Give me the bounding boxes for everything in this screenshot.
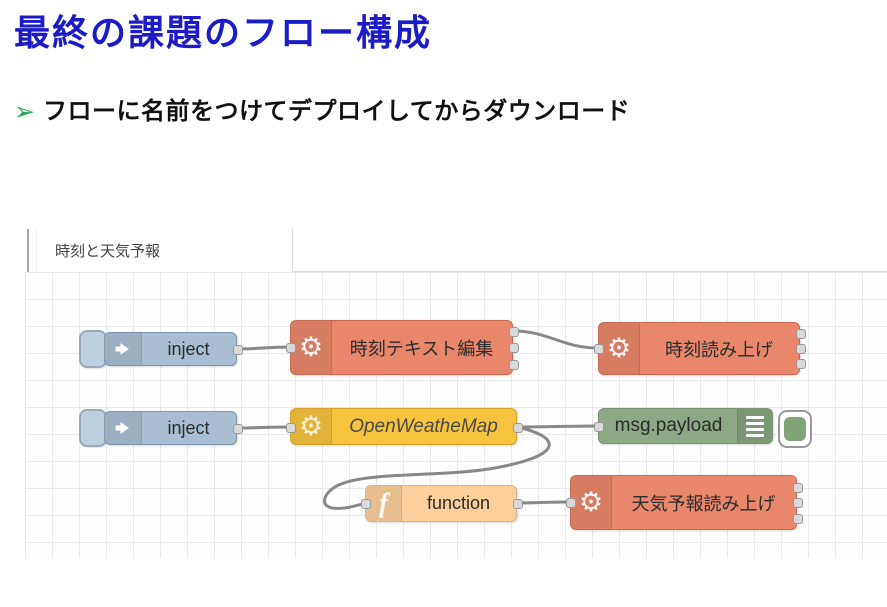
page-title: 最終の課題のフロー構成 (14, 13, 433, 53)
function-f-icon: f (366, 486, 402, 521)
debug-toggle-button[interactable] (778, 410, 812, 448)
input-port[interactable] (286, 343, 296, 353)
node-openweathermap[interactable]: ⚙ OpenWeatheMap (286, 408, 523, 445)
output-port[interactable] (513, 499, 523, 509)
node-time-text-edit[interactable]: ⚙ 時刻テキスト編集 (286, 320, 519, 375)
output-port[interactable] (233, 345, 243, 355)
bullet-text: フローに名前をつけてデプロイしてからダウンロード (42, 98, 631, 125)
node-inject-2[interactable]: inject (104, 411, 243, 445)
tab-flow-label: 時刻と天気予報 (55, 243, 161, 260)
gear-icon: ⚙ (291, 321, 332, 374)
node-label: msg.payload (614, 415, 723, 436)
wire-owm-to-function[interactable] (323, 425, 551, 510)
wire-owm-to-debug[interactable] (515, 424, 600, 429)
output-port[interactable] (793, 483, 803, 493)
inject-button[interactable] (79, 409, 107, 447)
input-port[interactable] (286, 423, 296, 433)
node-time-readout[interactable]: ⚙ 時刻読み上げ (594, 322, 806, 375)
node-function[interactable]: f function (361, 485, 523, 522)
output-port[interactable] (509, 327, 519, 337)
input-port[interactable] (594, 344, 604, 354)
node-label: 時刻読み上げ (665, 339, 773, 360)
node-weather-readout[interactable]: ⚙ 天気予報読み上げ (566, 475, 803, 530)
output-port[interactable] (233, 424, 243, 434)
node-label: 時刻テキスト編集 (349, 338, 494, 359)
wire-function-to-weather-speak[interactable] (515, 500, 572, 505)
editor-left-edge (27, 229, 29, 273)
node-label: 天気予報読み上げ (631, 493, 776, 514)
input-port[interactable] (566, 498, 576, 508)
debug-list-icon (737, 409, 772, 443)
output-port[interactable] (513, 423, 523, 433)
gear-icon: ⚙ (599, 323, 640, 374)
node-msg-payload-debug[interactable]: msg.payload (594, 408, 773, 444)
node-inject-1[interactable]: inject (104, 332, 243, 366)
tab-flow[interactable]: 時刻と天気予報 (36, 229, 293, 272)
output-port[interactable] (796, 344, 806, 354)
flow-tab-bar: 時刻と天気予報 (29, 229, 887, 272)
inject-button[interactable] (79, 330, 107, 368)
input-port[interactable] (594, 422, 604, 432)
inject-arrow-icon (105, 412, 142, 444)
output-port[interactable] (509, 360, 519, 370)
wire-time-text-to-time-speak[interactable] (511, 329, 600, 350)
gear-icon: ⚙ (291, 409, 332, 444)
arrow-bullet-icon: ➢ (14, 98, 35, 126)
output-port[interactable] (796, 329, 806, 339)
output-port[interactable] (509, 343, 519, 353)
gear-icon: ⚙ (571, 476, 612, 529)
output-port[interactable] (793, 498, 803, 508)
node-label: function (426, 493, 491, 513)
node-label: inject (167, 338, 210, 359)
output-port[interactable] (796, 359, 806, 369)
tab-bar-divider (293, 271, 887, 272)
wire-inject2-to-owm[interactable] (235, 425, 292, 430)
output-port[interactable] (793, 514, 803, 524)
input-port[interactable] (361, 499, 371, 509)
node-label: OpenWeatheMap (349, 415, 498, 437)
node-label: inject (167, 417, 210, 438)
inject-arrow-icon (105, 333, 142, 365)
bullet-line: ➢ フローに名前をつけてデプロイしてからダウンロード (14, 96, 630, 128)
